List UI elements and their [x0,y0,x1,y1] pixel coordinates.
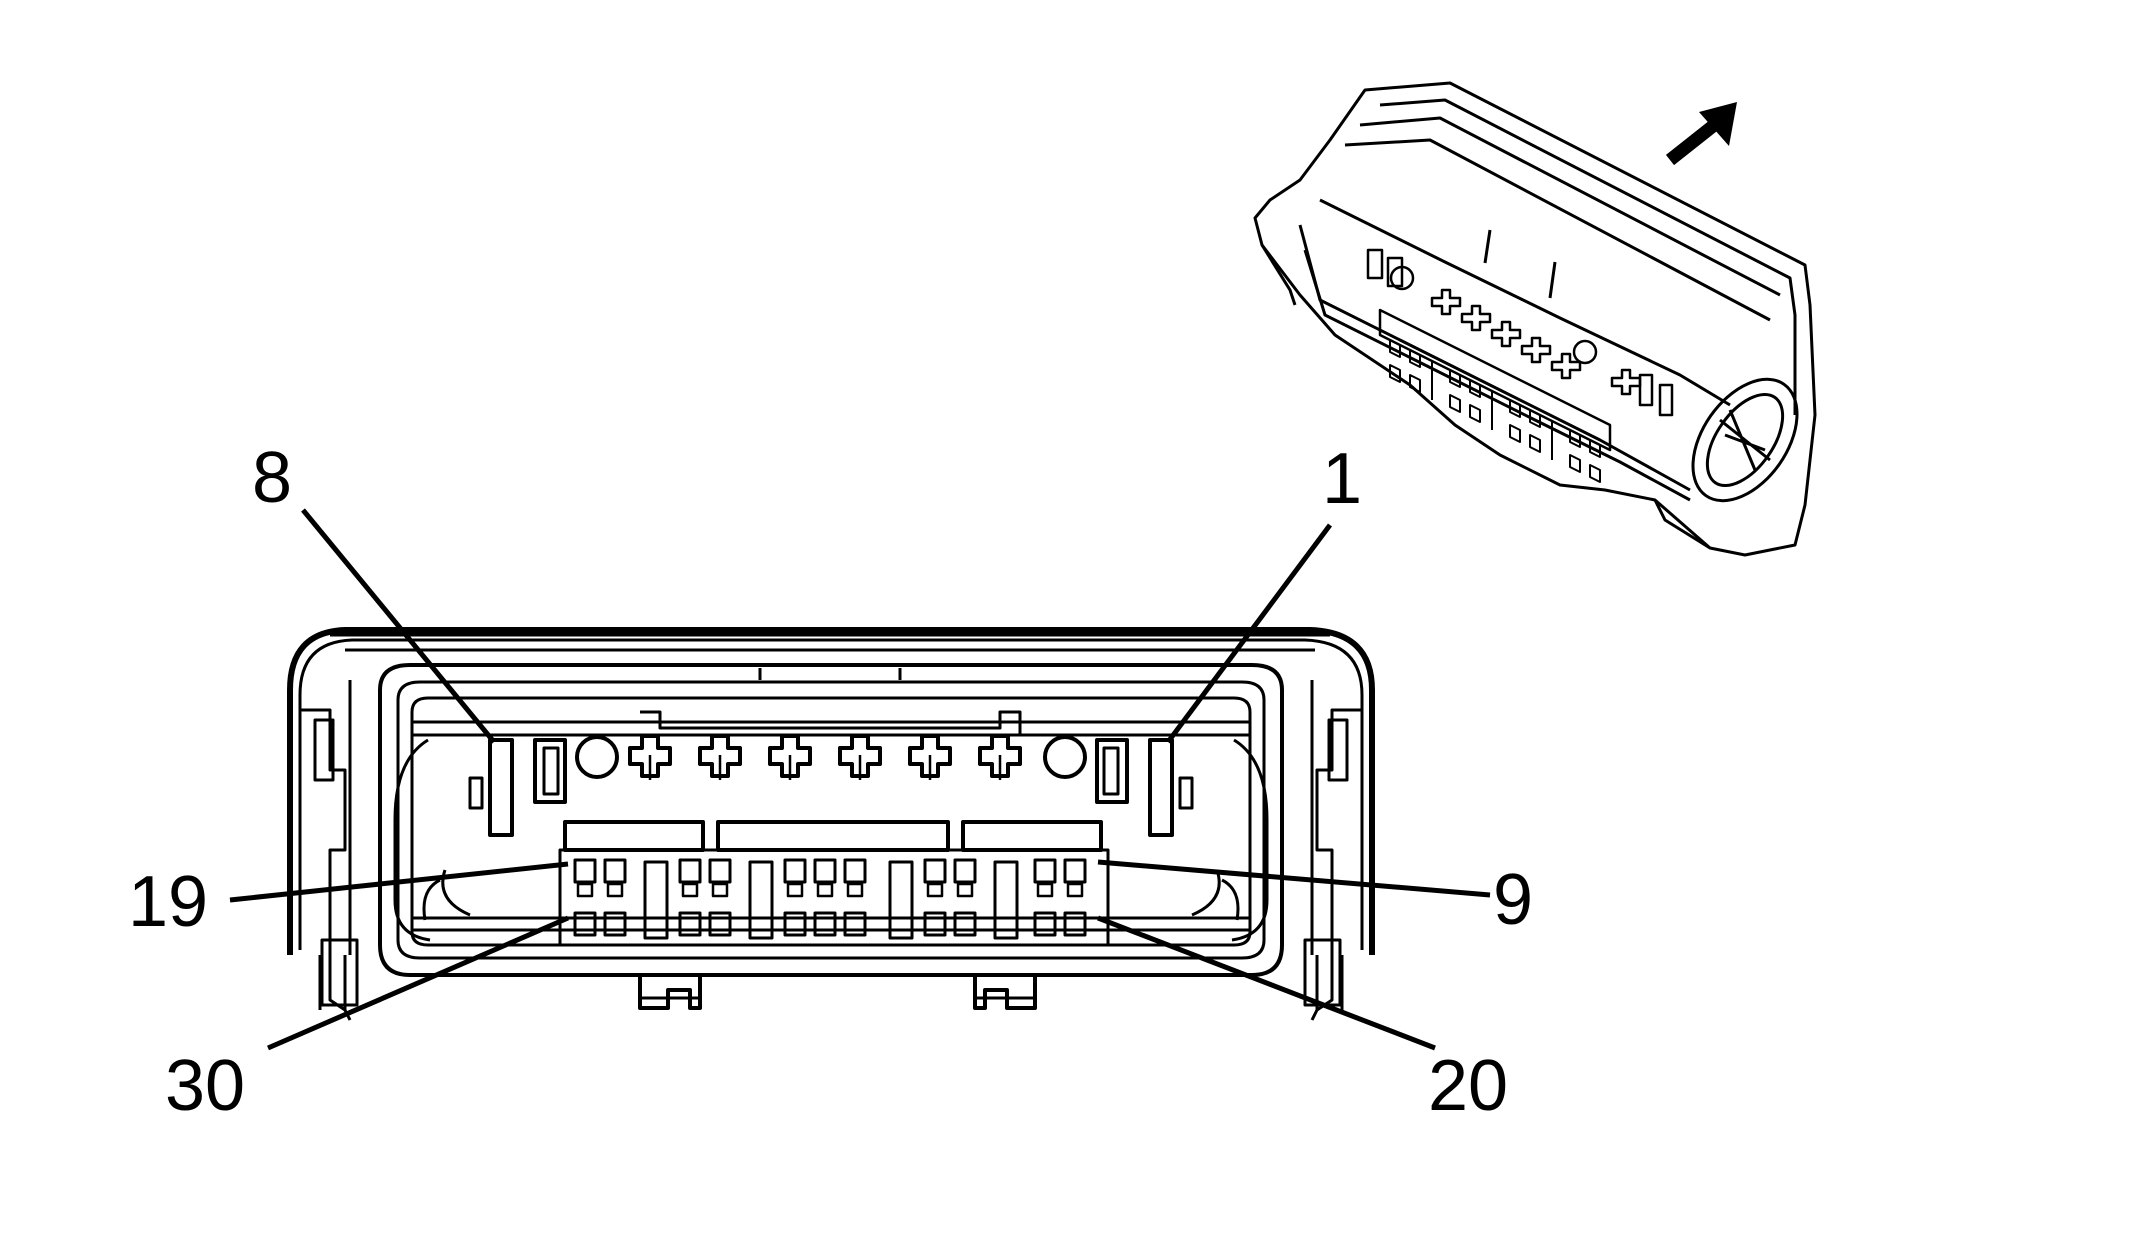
leader-line-30 [267,915,569,1051]
pin-label-1: 1 [1322,439,1362,519]
pin-label-30: 30 [165,1046,245,1126]
pin-label-8: 8 [252,438,292,518]
pin-leader-lines [229,508,1491,1051]
pin-label-9: 9 [1493,860,1533,940]
pin-label-19: 19 [128,862,208,942]
leader-line-8 [301,508,496,744]
connector-perspective-icon [1253,81,1817,557]
leader-line-9 [1097,859,1491,898]
connector-face [287,627,1375,1021]
leader-line-1 [1165,523,1333,744]
arrow-icon [1665,102,1737,166]
leader-line-20 [1097,915,1436,1051]
leader-line-19 [229,861,569,903]
pin-label-20: 20 [1428,1046,1508,1126]
